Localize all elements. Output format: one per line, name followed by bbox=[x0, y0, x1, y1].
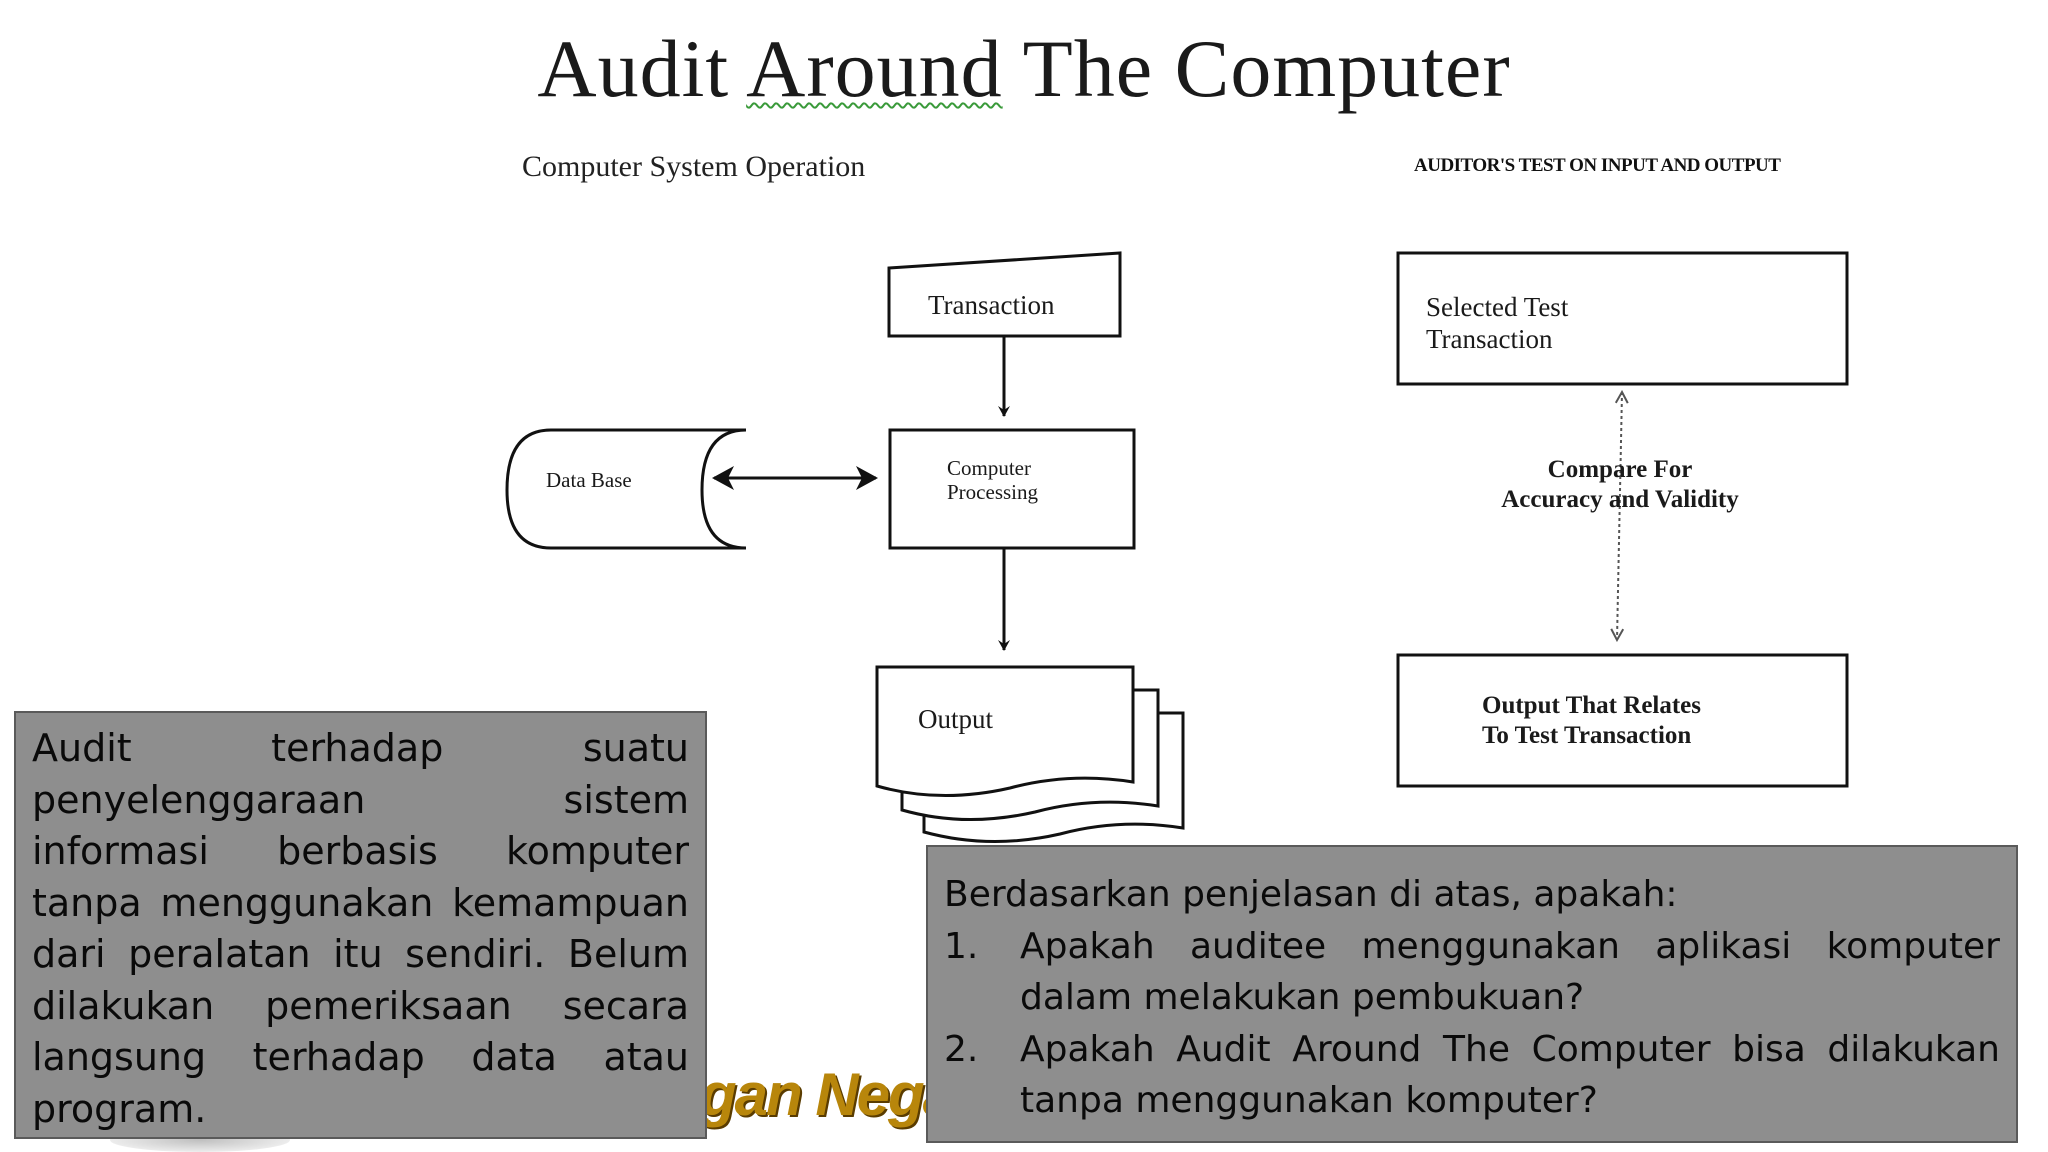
database-label: Data Base bbox=[546, 468, 632, 492]
question-text: Apakah Audit Around The Computer bisa di… bbox=[1020, 1028, 2000, 1122]
question-text: Apakah auditee menggunakan aplikasi komp… bbox=[1020, 925, 2000, 1019]
database-shape bbox=[505, 428, 747, 550]
output-label: Output bbox=[918, 704, 994, 734]
output-relates-line1: Output That Relates bbox=[1482, 692, 1702, 719]
question-note: Berdasarkan penjelasan di atas, apakah: … bbox=[926, 845, 2018, 1143]
processing-label: Computer Processing bbox=[947, 456, 1038, 504]
title-part2: Around bbox=[746, 23, 1003, 114]
compare-label: Compare For Accuracy and Validity bbox=[1450, 455, 1790, 515]
compare-line1: Compare For bbox=[1547, 456, 1693, 483]
arrowhead-left bbox=[712, 466, 734, 490]
output-relates-label: Output That Relates To Test Transaction bbox=[1482, 691, 1701, 751]
right-diagram-heading: AUDITOR'S TEST ON INPUT AND OUTPUT bbox=[1414, 155, 1781, 176]
question-number: 1. bbox=[944, 925, 979, 967]
question-item: 1. Apakah auditee menggunakan aplikasi k… bbox=[944, 921, 2000, 1024]
title-part1: Audit bbox=[537, 23, 747, 114]
title-part3: The Computer bbox=[1002, 23, 1511, 114]
transaction-label: Transaction bbox=[928, 290, 1055, 320]
question-list: 1. Apakah auditee menggunakan aplikasi k… bbox=[944, 921, 2000, 1127]
processing-box bbox=[888, 428, 1136, 550]
left-diagram-heading: Computer System Operation bbox=[522, 150, 866, 183]
output-relates-box bbox=[1396, 653, 1849, 788]
processing-label-line2: Processing bbox=[947, 480, 1038, 504]
selected-test-line2: Transaction bbox=[1426, 324, 1553, 354]
definition-note: Audit terhadap suatu penyelenggaraan sis… bbox=[14, 711, 707, 1139]
question-number: 2. bbox=[944, 1028, 979, 1070]
question-item: 2. Apakah Audit Around The Computer bisa… bbox=[944, 1024, 2000, 1127]
output-relates-line2: To Test Transaction bbox=[1482, 722, 1692, 749]
question-intro: Berdasarkan penjelasan di atas, apakah: bbox=[944, 874, 1678, 915]
selected-test-box bbox=[1396, 251, 1849, 386]
selected-test-label: Selected Test Transaction bbox=[1426, 291, 1568, 355]
processing-label-line1: Computer bbox=[947, 456, 1031, 480]
arrowhead-right bbox=[856, 466, 878, 490]
transaction-shape bbox=[887, 251, 1122, 338]
output-doc-front bbox=[875, 665, 1135, 797]
compare-line2: Accuracy and Validity bbox=[1501, 486, 1739, 513]
selected-test-line1: Selected Test bbox=[1426, 292, 1569, 322]
slide-title: Audit Around The Computer bbox=[0, 22, 2048, 116]
compare-dotted-arrow bbox=[1617, 392, 1622, 640]
